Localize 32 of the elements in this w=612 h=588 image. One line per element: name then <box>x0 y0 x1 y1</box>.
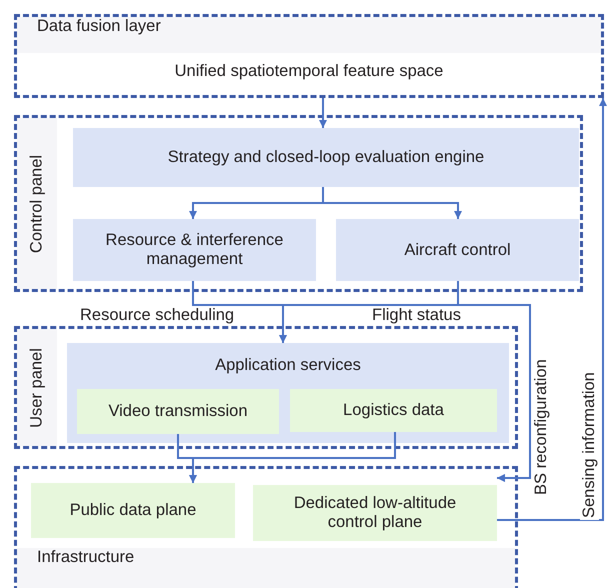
layer-heading: Data fusion layer <box>17 17 601 53</box>
service-box <box>290 389 497 432</box>
node-text: Aircraft control <box>403 240 512 260</box>
process-box <box>73 219 316 281</box>
node-text: Resource & interference management <box>104 231 284 269</box>
dashed-layer-frame <box>14 326 518 449</box>
dashed-layer-frame <box>14 115 583 292</box>
node-text: Logistics data <box>342 401 445 420</box>
panel-label-text: User panel <box>27 346 46 430</box>
arrow <box>189 432 396 483</box>
arrow <box>497 98 607 521</box>
dashed-layer-frame <box>14 466 518 588</box>
dashed-layer-frame <box>14 14 604 98</box>
edge-label: BS reconfiguration <box>532 357 551 497</box>
group-title: Application services <box>214 355 362 376</box>
service-box <box>77 389 279 434</box>
panel-label-text: Control panel <box>27 153 46 255</box>
edge-label: Sensing information <box>580 370 599 520</box>
arrow <box>322 187 462 219</box>
node-text: Video transmission <box>107 402 249 421</box>
node-text: Public data plane <box>68 501 198 520</box>
layer-title: Unified spatiotemporal feature space <box>174 61 444 82</box>
plane-box <box>253 485 497 541</box>
node-text: Dedicated low-altitude control plane <box>292 494 458 532</box>
arrow <box>319 98 327 128</box>
process-box <box>336 219 579 281</box>
service-group-box <box>67 343 509 443</box>
engine-box <box>73 128 579 187</box>
edge-label: Flight status <box>370 306 463 325</box>
plane-box <box>31 483 235 538</box>
layer-heading: Infrastructure <box>17 548 515 588</box>
node-text: Strategy and closed-loop evaluation engine <box>166 148 486 167</box>
